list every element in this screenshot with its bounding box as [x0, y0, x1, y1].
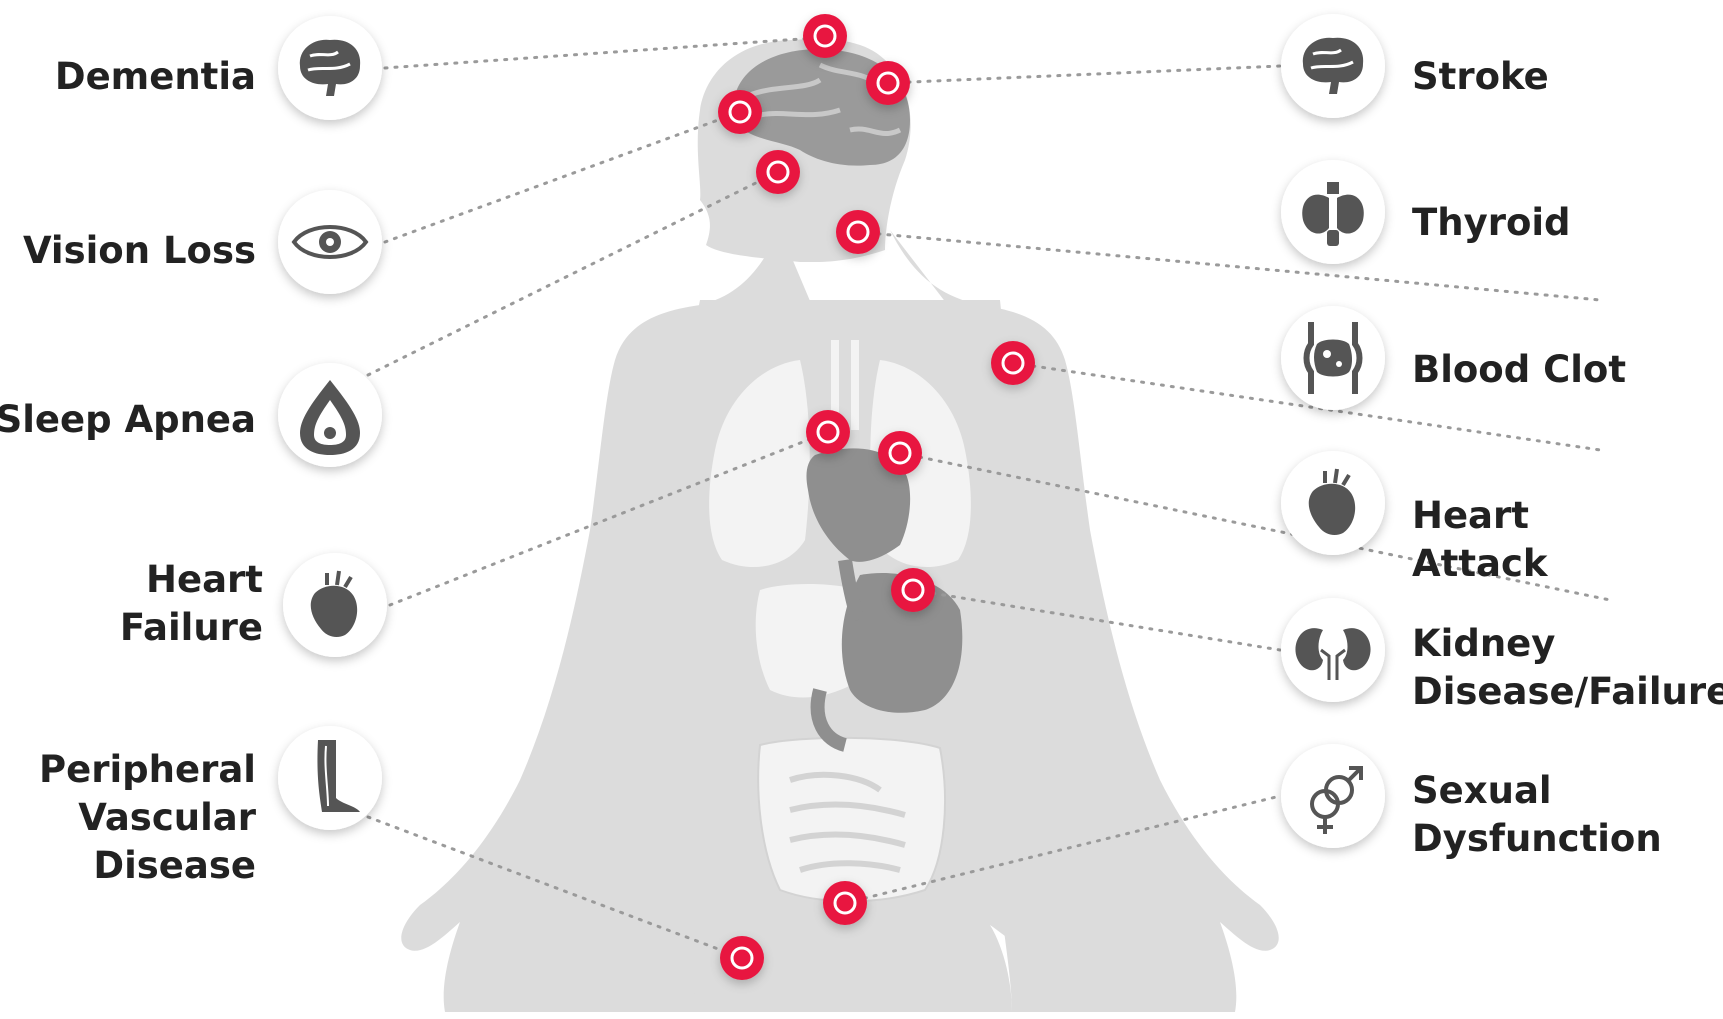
icon-circle-vision-loss [278, 190, 382, 294]
label-thyroid: Thyroid [1412, 199, 1571, 247]
label-heart-failure: Heart Failure [120, 556, 263, 652]
marker-kidney [891, 568, 935, 612]
intestines [758, 738, 945, 901]
label-heart-attack: Heart Attack [1412, 492, 1548, 588]
marker-stroke [866, 61, 910, 105]
icon-circle-peripheral-vascular-disease [278, 726, 382, 830]
marker-heart-failure [806, 410, 850, 454]
icon-circle-sexual-dysfunction [1281, 744, 1385, 848]
icon-circle-heart-attack [1281, 451, 1385, 555]
icon-circle-blood-clot [1281, 306, 1385, 410]
marker-dementia [803, 14, 847, 58]
icon-circle-sleep-apnea [278, 363, 382, 467]
label-kidney-disease-failure: Kidney Disease/Failure [1412, 620, 1723, 716]
icon-circle-dementia [278, 16, 382, 120]
label-vision-loss: Vision Loss [23, 227, 256, 275]
marker-peripheral-vascular [720, 936, 764, 980]
icon-circle-heart-failure [283, 553, 387, 657]
label-stroke: Stroke [1412, 53, 1549, 101]
marker-vision-loss [718, 90, 762, 134]
icon-circle-kidney-disease-failure [1281, 598, 1385, 702]
marker-sleep-apnea [756, 150, 800, 194]
marker-thyroid [836, 210, 880, 254]
icon-circle-thyroid [1281, 160, 1385, 264]
label-dementia: Dementia [55, 53, 256, 101]
icon-circle-stroke [1281, 14, 1385, 118]
marker-sexual-dysfunction [823, 881, 867, 925]
label-blood-clot: Blood Clot [1412, 346, 1626, 394]
marker-heart-attack [878, 431, 922, 475]
label-peripheral-vascular-disease: Peripheral Vascular Disease [39, 746, 256, 890]
label-sexual-dysfunction: Sexual Dysfunction [1412, 767, 1662, 863]
label-sleep-apnea: Sleep Apnea [0, 396, 256, 444]
marker-blood-clot [991, 341, 1035, 385]
